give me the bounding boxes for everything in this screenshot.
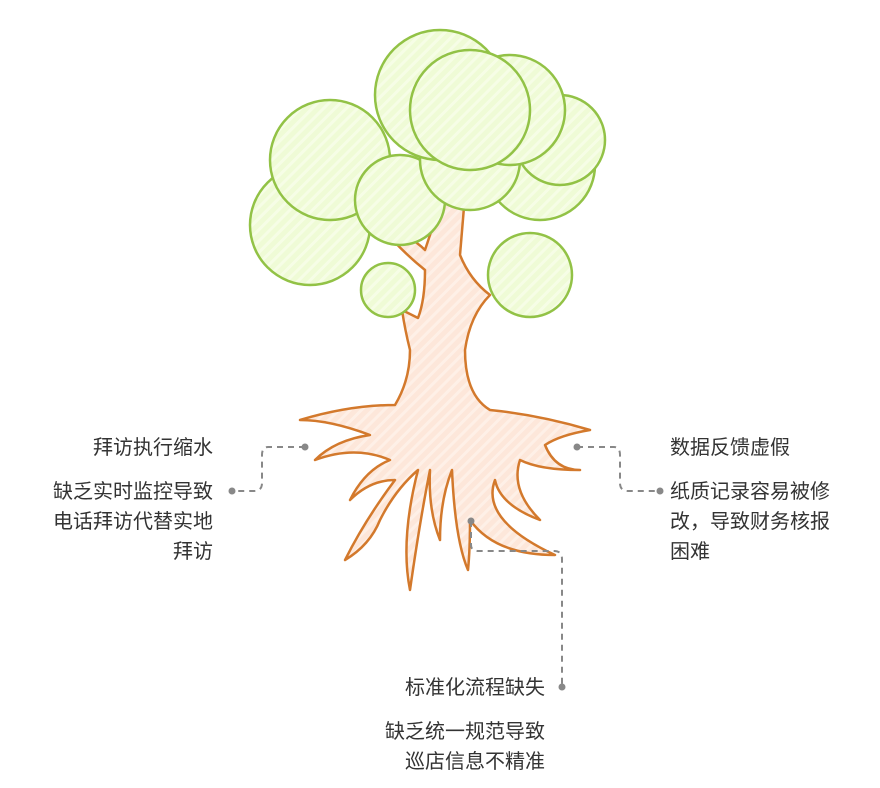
connector-dots [228,443,664,691]
bottom-desc-line: 缺乏统一规范导致 [385,719,545,743]
bottom-title: 标准化流程缺失 [405,675,545,699]
bottom-desc-line: 巡店信息不精准 [405,749,545,773]
right-desc: 纸质记录容易被修 改，导致财务核报 困难 [670,476,830,566]
left-desc: 缺乏实时监控导致 电话拜访代替实地 拜访 [53,476,213,566]
tree-trunk-roots [298,188,592,592]
right-desc-line: 困难 [670,539,710,563]
left-title: 拜访执行缩水 [93,435,213,459]
left-desc-line: 电话拜访代替实地 [53,509,213,533]
left-desc-line: 拜访 [173,539,213,563]
tree-canopy [248,28,607,319]
connectors [232,446,660,687]
right-title: 数据反馈虚假 [670,435,790,459]
right-desc-line: 改，导致财务核报 [670,509,830,533]
right-desc-line: 纸质记录容易被修 [670,479,830,503]
bottom-desc: 缺乏统一规范导致 巡店信息不精准 [385,716,545,776]
left-desc-line: 缺乏实时监控导致 [53,479,213,503]
